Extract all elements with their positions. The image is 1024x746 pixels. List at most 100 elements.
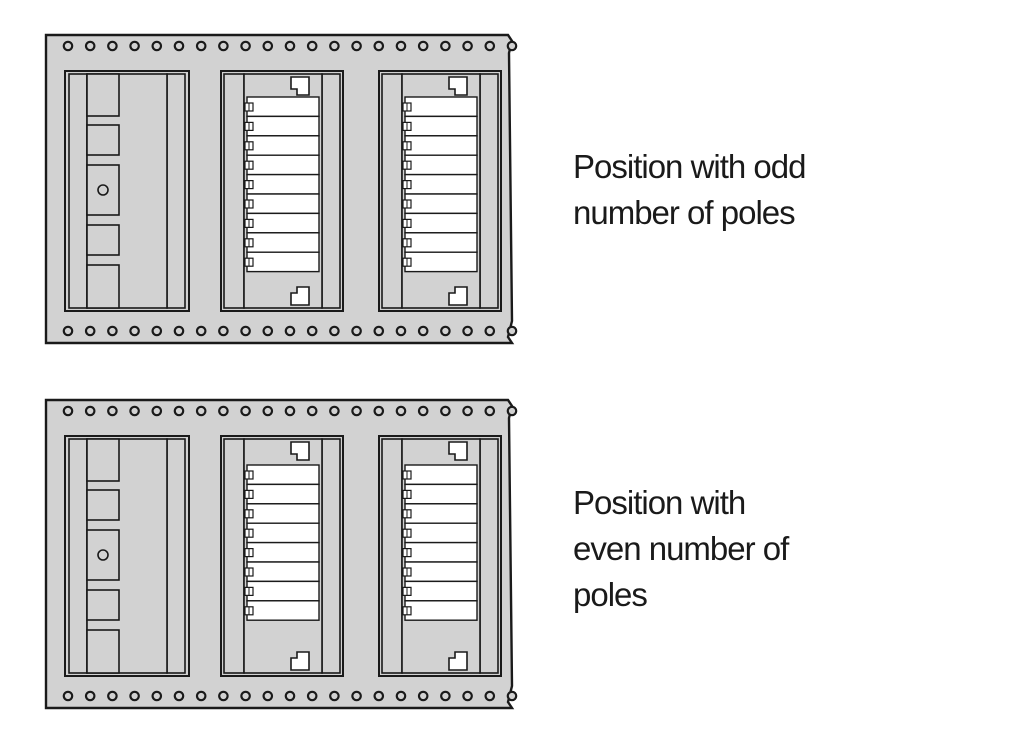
mounting-hole [395,405,407,417]
connector-slot [86,73,120,117]
mounting-hole [417,325,429,337]
mounting-hole [484,405,496,417]
pole [404,135,478,156]
pole [404,541,478,563]
pole [404,193,478,215]
pole [404,96,478,118]
pole [404,522,478,544]
pole [246,600,320,621]
pole [246,212,320,234]
mounting-hole [329,405,340,417]
mounting-hole [440,690,451,702]
mounting-hole [506,325,518,337]
terminal-block-side-rail [223,73,245,309]
terminal-block-side-rail [321,438,341,674]
mounting-hole [173,40,185,52]
mounting-hole [173,325,185,337]
mounting-hole [440,325,451,337]
pole [404,173,478,195]
mounting-hole [462,690,473,702]
mounting-hole [417,405,429,417]
connector-side-rail [166,438,186,674]
mounting-hole [218,40,229,52]
mounting-hole [417,40,429,52]
connector-screw-icon [97,184,109,196]
mounting-hole [306,40,318,52]
mounting-hole [151,405,163,417]
mounting-hole [262,690,274,702]
mounting-hole [107,325,118,337]
mounting-hole [107,405,118,417]
mounting-hole [240,40,251,52]
latch-top [290,76,310,96]
pole [246,154,320,176]
mounting-hole [107,690,118,702]
mounting-hole [62,405,74,417]
pole [404,232,478,253]
mounting-hole [129,40,140,52]
diagram-odd-poles [44,33,518,345]
mounting-hole [129,405,140,417]
caption-line: even number of [573,530,789,567]
mounting-hole [506,40,518,52]
connector-slot [86,489,120,521]
mounting-hole [84,325,96,337]
pole [246,464,320,486]
latch-bottom [290,286,310,306]
pole [246,503,320,524]
mounting-hole [62,40,74,52]
mounting-hole [240,405,251,417]
caption-line: number of poles [573,194,796,231]
latch-bottom [448,286,468,306]
mounting-hole [351,405,362,417]
terminal-block-side-rail [479,73,499,309]
mounting-hole [173,405,185,417]
latch-bottom [290,651,310,671]
pole [246,251,320,273]
connector-screw-icon [97,549,109,561]
terminal-block-side-rail [223,438,245,674]
caption-line: poles [573,576,648,613]
mounting-hole [262,405,274,417]
pole [246,483,320,505]
mounting-hole [284,40,296,52]
mounting-hole [84,405,96,417]
caption-even-poles: Position with even number of poles [573,480,1013,618]
terminal-block-side-rail [381,438,403,674]
pole [404,464,478,486]
mounting-hole [506,690,518,702]
mounting-hole [395,690,407,702]
connector-slot [86,224,120,256]
pole [246,115,320,137]
mounting-hole [373,690,385,702]
mounting-hole [440,40,451,52]
pole [404,115,478,137]
mounting-hole [173,690,185,702]
pole [246,522,320,544]
mounting-hole [484,690,496,702]
caption-line: Position with odd [573,148,806,185]
terminal-block-side-rail [479,438,499,674]
pole [246,232,320,253]
diagram-even-poles [44,398,518,710]
mounting-hole [151,325,163,337]
pole [246,135,320,156]
pole [404,154,478,176]
terminal-block-side-rail [381,73,403,309]
mounting-hole [395,40,407,52]
mounting-hole [262,325,274,337]
pole [404,212,478,234]
mounting-hole [462,405,473,417]
mounting-hole [151,40,163,52]
mounting-hole [151,690,163,702]
mounting-hole [284,690,296,702]
connector-side-rail [68,438,88,674]
mounting-hole [351,325,362,337]
mounting-hole [329,325,340,337]
caption-line: Position with [573,484,746,521]
connector-slot [86,264,120,309]
latch-top [290,441,310,461]
latch-top [448,76,468,96]
pole [404,483,478,505]
